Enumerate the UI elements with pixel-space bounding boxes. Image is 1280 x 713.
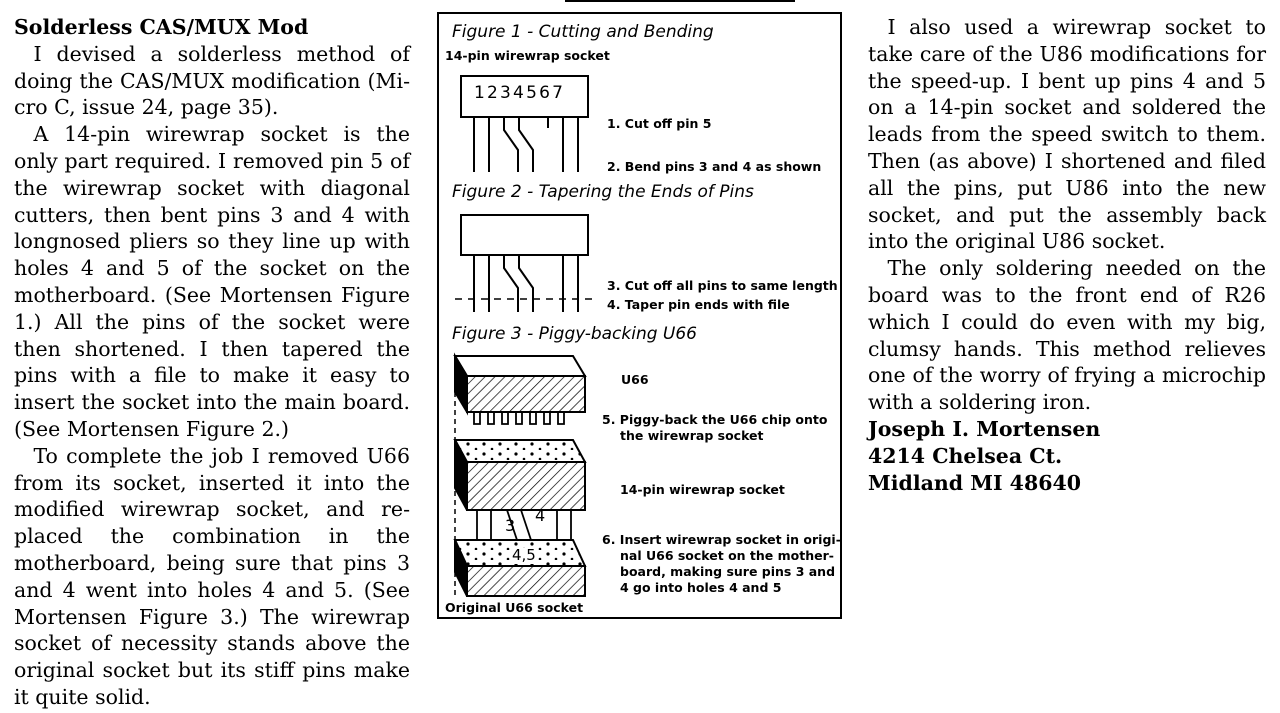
fig1-title: Figure 1 - Cutting and Bending	[452, 22, 714, 42]
fig3-chip-stack-drawing	[453, 352, 587, 597]
fig1-pin-numbers: 1234567	[474, 83, 566, 103]
fig2-socket-drawing	[455, 214, 596, 312]
paragraph-3: To complete the job I removed U66 from i…	[14, 443, 410, 709]
paragraph-1: I devised a solderless method of doing t…	[14, 41, 410, 120]
fig2-step3: 3. Cut off all pins to same length	[607, 278, 838, 293]
fig1-step1: 1. Cut off pin 5	[607, 116, 712, 131]
paragraph-5: The only soldering needed on the board w…	[868, 256, 1266, 415]
left-column: Solderless CAS/MUX Mod I devised a solde…	[14, 14, 410, 711]
fig1-socket-label: 14-pin wirewrap socket	[445, 48, 610, 63]
fig3-step6-line3: board, making sure pins 3 and	[620, 564, 836, 579]
paragraph-2: A 14-pin wirewrap socket is the only par…	[14, 122, 410, 441]
top-rule	[565, 0, 795, 2]
fig3-title: Figure 3 - Piggy-backing U66	[452, 324, 697, 344]
fig3-step6-line1: 6. Insert wirewrap socket in origi-	[602, 532, 841, 547]
signature-street: 4214 Chelsea Ct.	[868, 443, 1063, 468]
fig1-socket-drawing	[460, 75, 589, 172]
fig3-holes-label: 4,5	[512, 546, 536, 564]
fig3-step5-line1: 5. Piggy-back the U66 chip onto	[602, 412, 828, 427]
fig3-socket-label: 14-pin wirewrap socket	[620, 482, 785, 497]
fig3-bottom-label: Original U66 socket	[445, 600, 584, 615]
signature-city: Midland MI 48640	[868, 470, 1081, 495]
fig3-step5-line2: the wirewrap socket	[620, 428, 764, 443]
article-heading: Solderless CAS/MUX Mod	[14, 15, 309, 39]
fig2-title: Figure 2 - Tapering the Ends of Pins	[452, 182, 754, 202]
fig3-step6-line4: 4 go into holes 4 and 5	[620, 580, 782, 595]
fig3-pin3-label: 3	[505, 516, 516, 535]
fig3-pin4-label: 4	[535, 506, 546, 525]
paragraph-4: I also used a wirewrap socket to take ca…	[868, 15, 1266, 254]
right-column: I also used a wirewrap socket to take ca…	[868, 14, 1266, 496]
fig1-step2: 2. Bend pins 3 and 4 as shown	[607, 159, 822, 174]
fig2-step4: 4. Taper pin ends with file	[607, 297, 790, 312]
fig3-chip-label: U66	[621, 372, 649, 387]
signature-name: Joseph I. Mortensen	[868, 416, 1101, 441]
fig3-step6-line2: nal U66 socket on the mother-	[620, 548, 834, 563]
